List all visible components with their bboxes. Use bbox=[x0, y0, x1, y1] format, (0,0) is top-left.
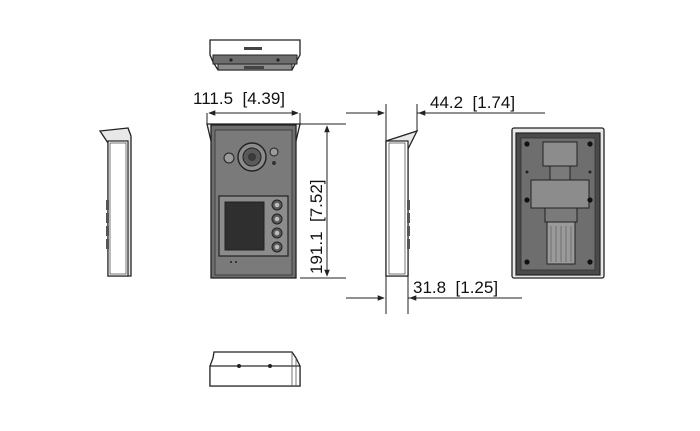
side-view-right bbox=[385, 129, 419, 277]
call-buttons bbox=[271, 199, 283, 253]
depth-bottom-dimension: 31.8 [1.25] bbox=[346, 276, 522, 314]
front-view bbox=[206, 123, 301, 279]
top-view bbox=[209, 39, 301, 71]
height-dimension: 191.1 [7.52] bbox=[300, 123, 346, 279]
width-label: 111.5 [4.39] bbox=[193, 89, 285, 108]
depth-bottom-label: 31.8 [1.25] bbox=[413, 278, 498, 297]
rear-view bbox=[511, 127, 605, 279]
side-view-left bbox=[98, 127, 132, 277]
bottom-view bbox=[209, 351, 301, 387]
height-label: 191.1 [7.52] bbox=[307, 179, 326, 274]
depth-top-dimension: 44.2 [1.74] bbox=[346, 93, 545, 141]
depth-top-label: 44.2 [1.74] bbox=[430, 93, 515, 112]
display-screen bbox=[224, 201, 265, 251]
width-dimension: 111.5 [4.39] bbox=[193, 89, 301, 124]
